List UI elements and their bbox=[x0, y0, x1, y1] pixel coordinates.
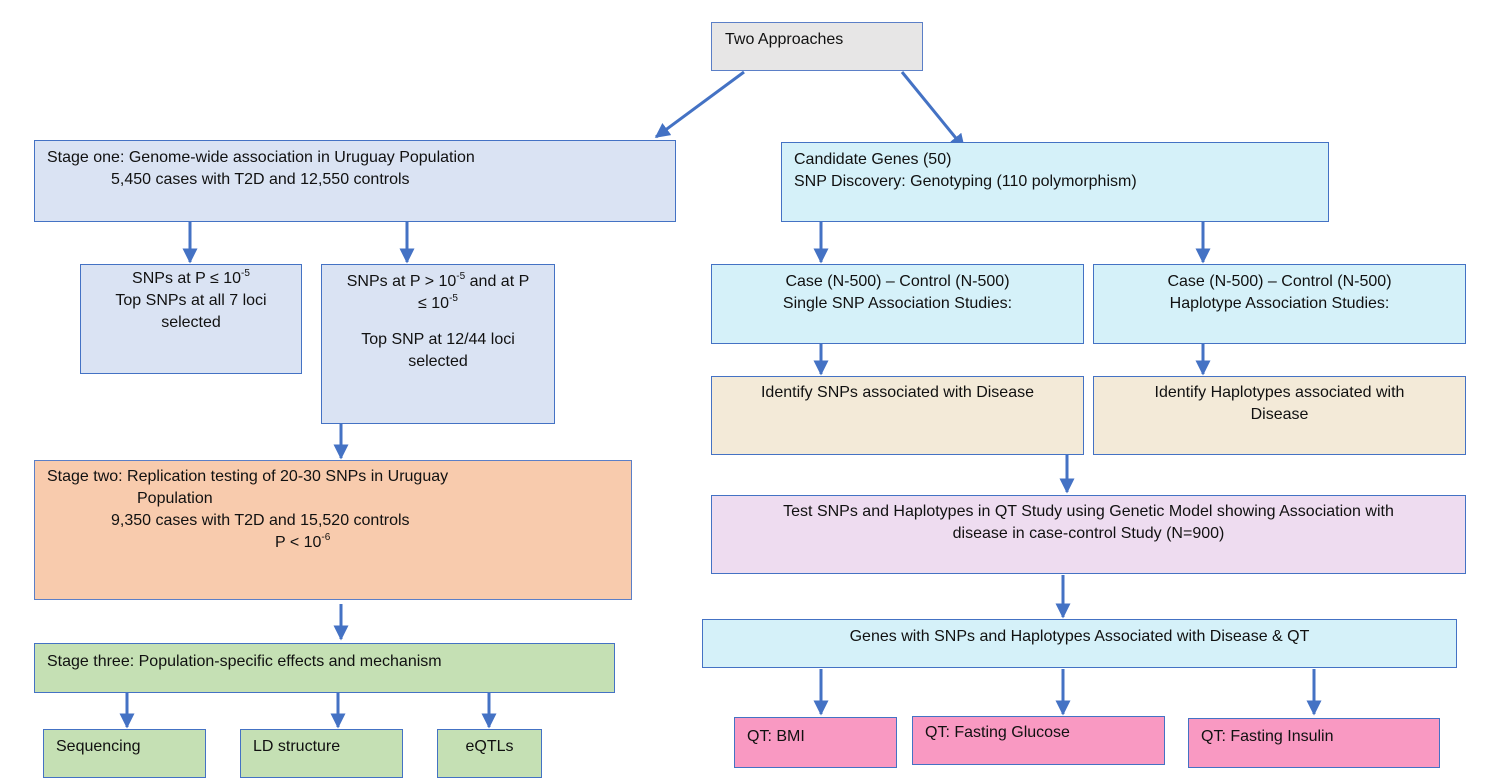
snps-mid-p-selected: selected bbox=[408, 353, 468, 370]
qt-study-line2: disease in case-control Study (N=900) bbox=[952, 525, 1225, 542]
haplo-studies: Haplotype Association Studies: bbox=[1169, 295, 1390, 312]
identify-haplotypes-line1: Identify Haplotypes associated with bbox=[1154, 384, 1405, 401]
arrow-top-to-stage-one bbox=[654, 70, 745, 139]
snps-low-p-threshold: SNPs at P ≤ 10-5 bbox=[132, 267, 250, 287]
identify-haplotypes-line2: Disease bbox=[1250, 406, 1309, 423]
candidate-genes-title: Candidate Genes (50) bbox=[794, 151, 952, 168]
identify-haplotypes-box: Identify Haplotypes associated with Dise… bbox=[1093, 376, 1466, 455]
single-case-control: Case (N-500) – Control (N-500) bbox=[785, 273, 1010, 290]
qt-study-line1: Test SNPs and Haplotypes in QT Study usi… bbox=[783, 503, 1394, 520]
stage-one-box: Stage one: Genome-wide association in Ur… bbox=[34, 140, 676, 222]
sequencing-box: Sequencing bbox=[43, 729, 206, 778]
stage-three-label: Stage three: Population-specific effects… bbox=[47, 653, 442, 670]
stage-two-threshold: P < 10-6 bbox=[275, 531, 331, 551]
snps-mid-p-threshold: SNPs at P > 10-5 and at P bbox=[346, 270, 530, 290]
qt-study-box: Test SNPs and Haplotypes in QT Study usi… bbox=[711, 495, 1466, 574]
ld-structure-box: LD structure bbox=[240, 729, 403, 778]
haplo-case-control: Case (N-500) – Control (N-500) bbox=[1167, 273, 1392, 290]
single-snp-box: Case (N-500) – Control (N-500) Single SN… bbox=[711, 264, 1084, 344]
candidate-genes-box: Candidate Genes (50) SNP Discovery: Geno… bbox=[781, 142, 1329, 222]
snps-low-p-selected: selected bbox=[161, 314, 221, 331]
snps-mid-p-box: SNPs at P > 10-5 and at P ≤ 10-5 Top SNP… bbox=[321, 264, 555, 424]
sequencing-label: Sequencing bbox=[56, 738, 141, 755]
eqtls-label: eQTLs bbox=[465, 738, 514, 755]
qt-fasting-insulin-box: QT: Fasting Insulin bbox=[1188, 718, 1440, 768]
stage-one-cases: 5,450 cases with T2D and 12,550 controls bbox=[111, 171, 410, 188]
qt-fasting-insulin-label: QT: Fasting Insulin bbox=[1201, 728, 1334, 745]
stage-two-box: Stage two: Replication testing of 20-30 … bbox=[34, 460, 632, 600]
single-snp-studies: Single SNP Association Studies: bbox=[782, 295, 1013, 312]
qt-fasting-glucose-box: QT: Fasting Glucose bbox=[912, 716, 1165, 765]
stage-three-box: Stage three: Population-specific effects… bbox=[34, 643, 615, 693]
two-approaches-label: Two Approaches bbox=[725, 31, 844, 48]
snps-mid-p-threshold-2: ≤ 10-5 bbox=[418, 292, 458, 312]
haplotype-box: Case (N-500) – Control (N-500) Haplotype… bbox=[1093, 264, 1466, 344]
genes-associated-box: Genes with SNPs and Haplotypes Associate… bbox=[702, 619, 1457, 668]
snps-mid-p-top: Top SNP at 12/44 loci bbox=[361, 331, 515, 348]
snp-discovery: SNP Discovery: Genotyping (110 polymorph… bbox=[794, 173, 1137, 190]
snps-low-p-top: Top SNPs at all 7 loci bbox=[115, 292, 267, 309]
ld-structure-label: LD structure bbox=[253, 738, 341, 755]
identify-snps-label: Identify SNPs associated with Disease bbox=[760, 384, 1034, 401]
genes-associated-label: Genes with SNPs and Haplotypes Associate… bbox=[849, 628, 1310, 645]
two-approaches-box: Two Approaches bbox=[711, 22, 923, 71]
stage-two-title: Stage two: Replication testing of 20-30 … bbox=[47, 468, 449, 485]
stage-two-cases: 9,350 cases with T2D and 15,520 controls bbox=[111, 512, 410, 529]
identify-snps-box: Identify SNPs associated with Disease bbox=[711, 376, 1084, 455]
arrow-top-to-candidate bbox=[900, 71, 966, 150]
qt-fasting-glucose-label: QT: Fasting Glucose bbox=[925, 724, 1070, 741]
stage-one-title: Stage one: Genome-wide association in Ur… bbox=[47, 149, 475, 166]
qt-bmi-label: QT: BMI bbox=[747, 728, 805, 745]
stage-two-population: Population bbox=[137, 490, 213, 507]
snps-low-p-box: SNPs at P ≤ 10-5 Top SNPs at all 7 loci … bbox=[80, 264, 302, 374]
eqtls-box: eQTLs bbox=[437, 729, 542, 778]
qt-bmi-box: QT: BMI bbox=[734, 717, 897, 768]
